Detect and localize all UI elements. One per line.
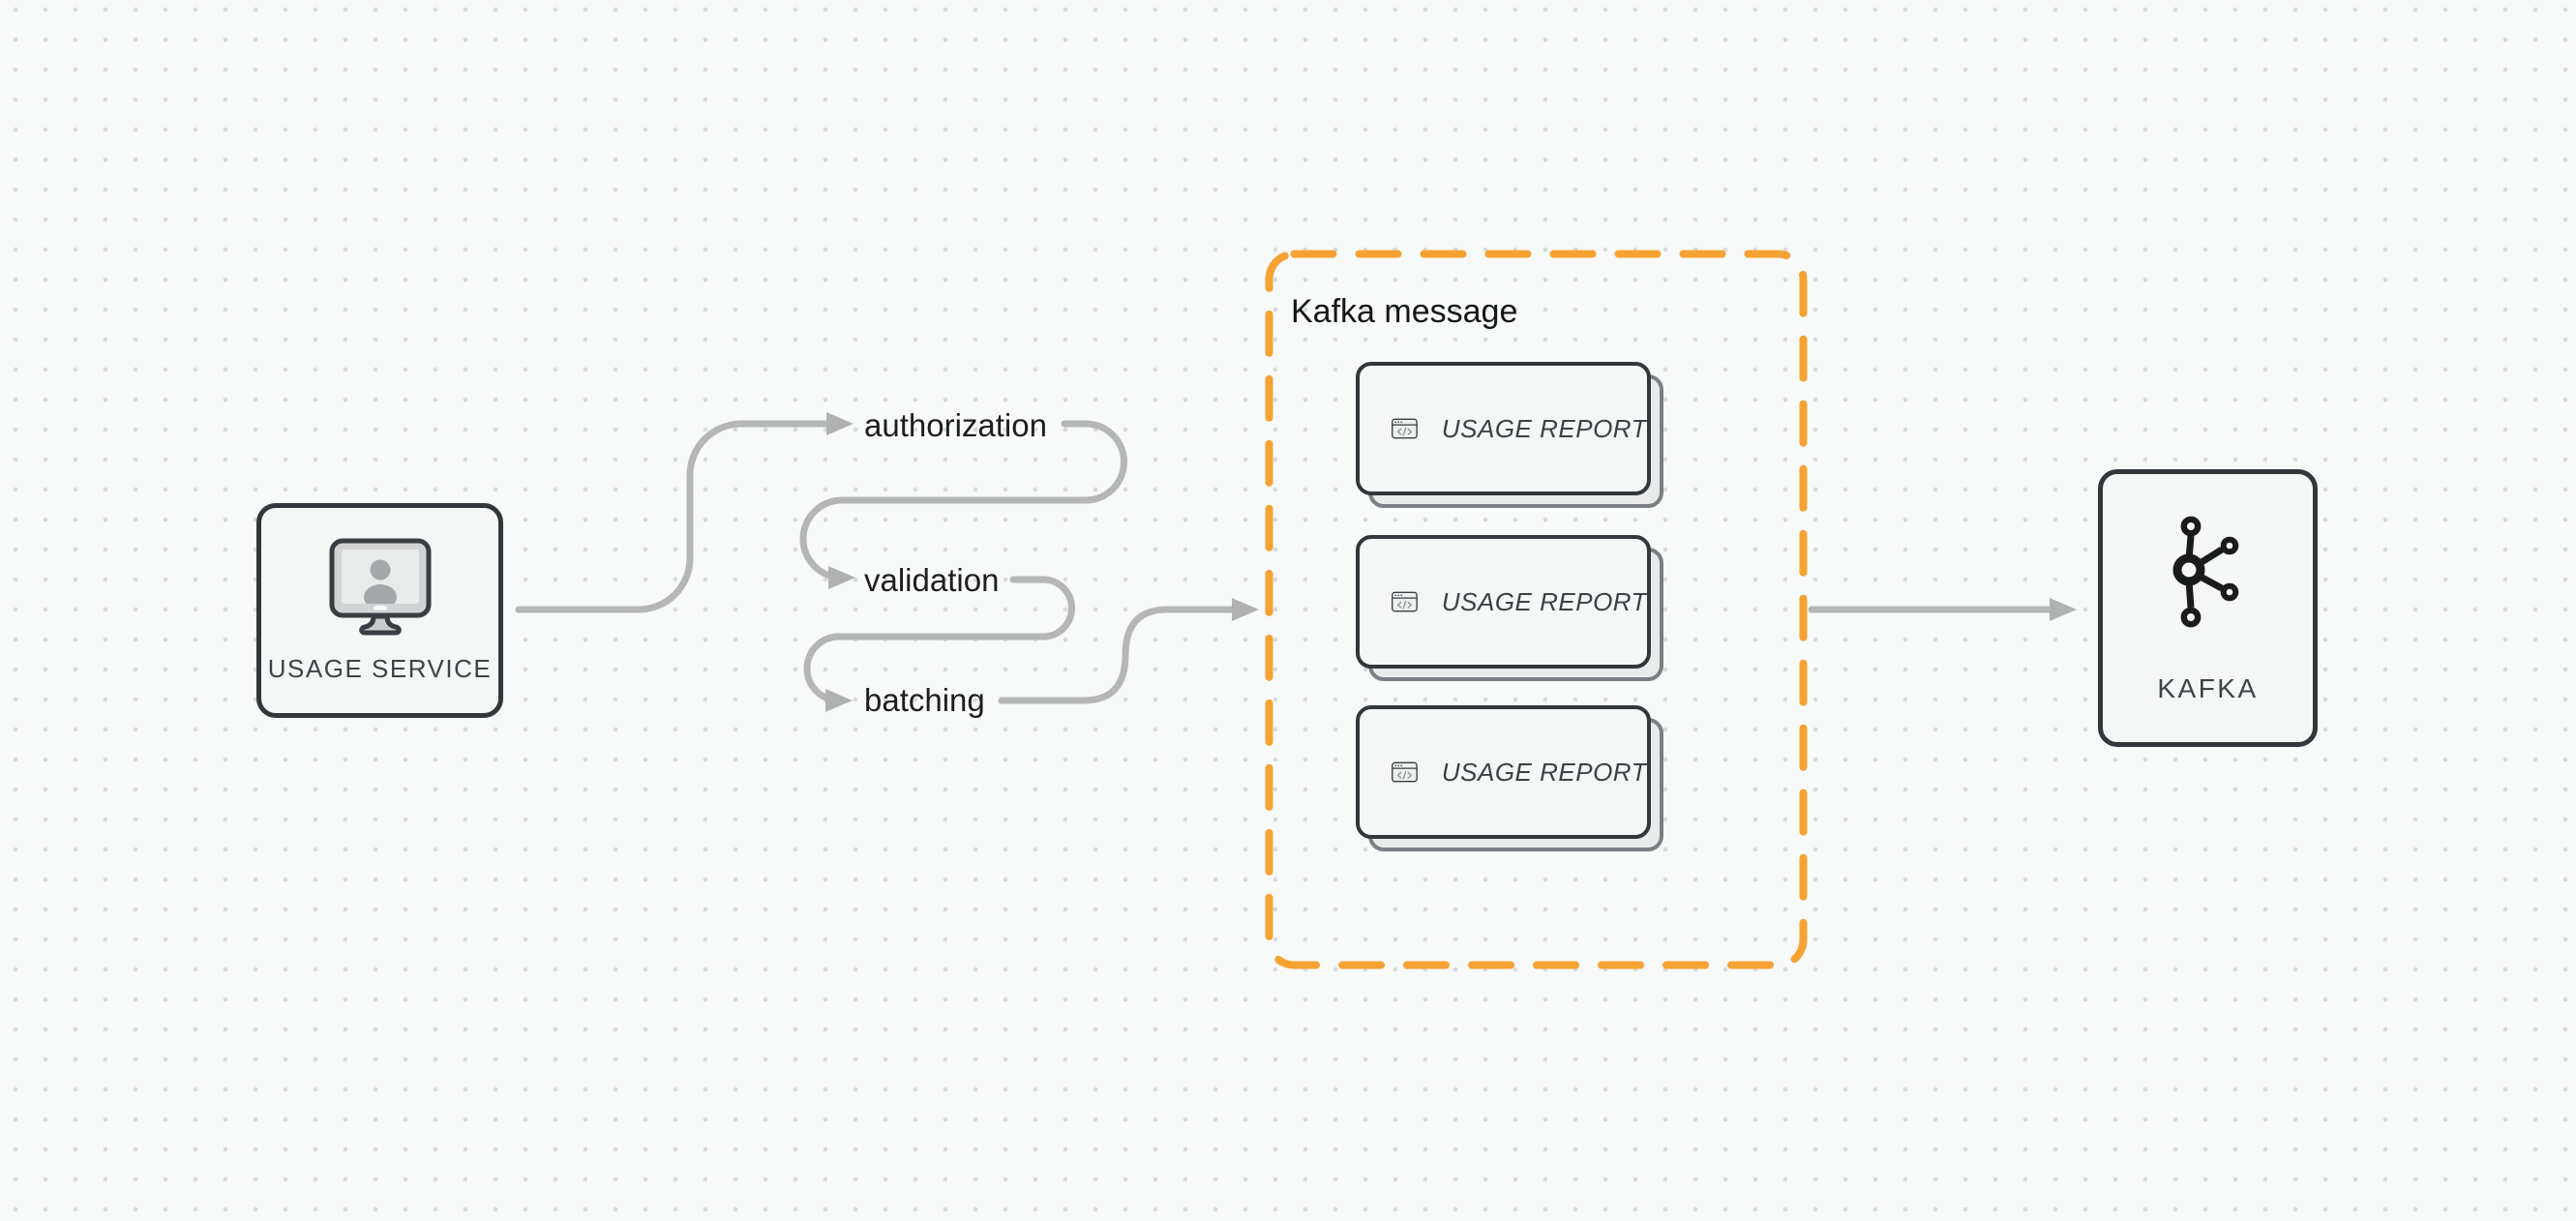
kafka-node: KAFKA — [2098, 469, 2318, 747]
monitor-user-icon — [327, 537, 434, 660]
usage-report-label: USAGE REPORT — [1441, 757, 1647, 787]
kafka-label: KAFKA — [2157, 673, 2259, 703]
usage-service-node: USAGE SERVICE — [256, 503, 503, 718]
arrow-usage-to-authorization — [515, 412, 854, 613]
usage-service-label: USAGE SERVICE — [267, 654, 493, 683]
usage-report-card: USAGE REPORT — [1356, 705, 1663, 851]
usage-report-card: USAGE REPORT — [1356, 535, 1663, 681]
usage-report-label: USAGE REPORT — [1441, 413, 1647, 443]
code-window-icon — [1392, 591, 1418, 612]
kafka-logo-icon — [2141, 497, 2276, 657]
arrow-batching-to-kafka-message — [998, 598, 1259, 704]
kafka-message-group: Kafka message USAGE REPORT — [1265, 250, 1808, 969]
kafka-message-title: Kafka message — [1291, 293, 1518, 330]
code-window-icon — [1392, 761, 1418, 783]
step-label-batching: batching — [864, 682, 985, 718]
arrow-authorization-to-validation — [799, 420, 1127, 589]
usage-report-card: USAGE REPORT — [1356, 362, 1663, 508]
step-label-authorization: authorization — [864, 407, 1047, 443]
usage-report-label: USAGE REPORT — [1441, 586, 1647, 616]
kafka-message-boundary — [1265, 250, 1808, 969]
step-label-validation: validation — [864, 562, 1000, 598]
code-window-icon — [1392, 418, 1418, 439]
